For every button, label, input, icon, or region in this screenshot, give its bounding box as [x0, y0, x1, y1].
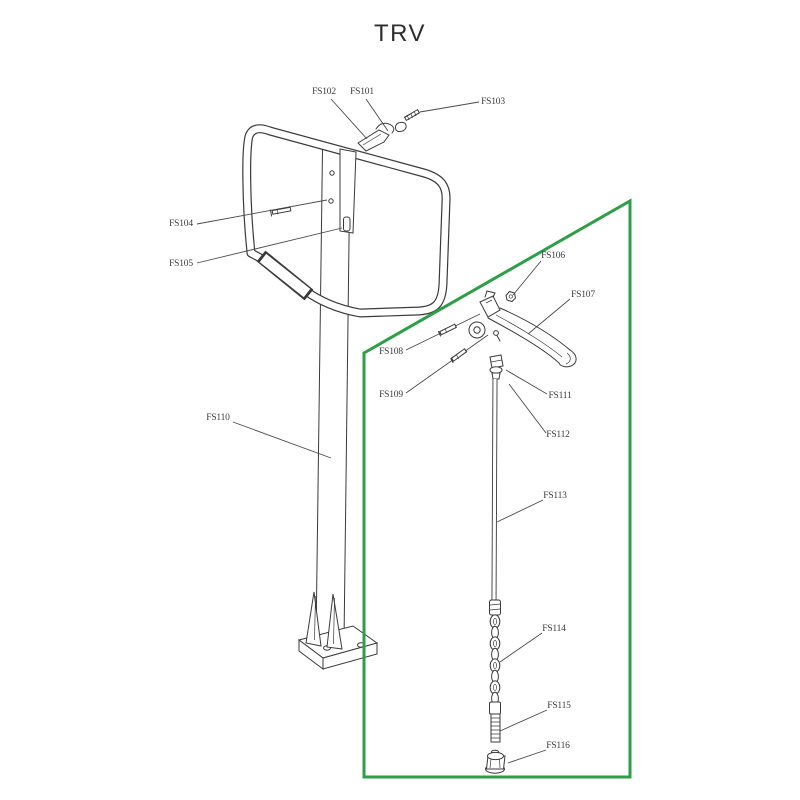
part-label: FS115: [547, 701, 571, 711]
callout-FS107: FS107: [527, 290, 596, 335]
handle-assembly-drawing: [242, 121, 577, 774]
leader-line: [508, 383, 547, 434]
callout-FS104: FS104: [169, 199, 328, 229]
leader-line: [505, 369, 548, 395]
part-label: FS113: [543, 491, 567, 501]
callout-FS106: FS106: [512, 251, 566, 296]
leader-line: [507, 749, 547, 764]
leader-line: [232, 421, 332, 459]
leader-line: [512, 260, 542, 296]
highlight-box: [362, 198, 632, 779]
leader-line: [196, 199, 328, 225]
part-label: FS112: [546, 430, 570, 440]
callout-FS115: FS115: [499, 701, 571, 732]
callout-FS102: FS102: [312, 87, 368, 140]
leader-line: [499, 632, 543, 663]
callout-FS103: FS103: [419, 97, 506, 113]
part-label: FS116: [546, 741, 570, 751]
rod-top-fitting: [489, 354, 504, 380]
callout-FS112: FS112: [508, 383, 570, 440]
pivot-bolt: [493, 330, 499, 336]
callout-FS110: FS110: [206, 413, 332, 459]
part-label: FS107: [571, 290, 595, 300]
leader-line: [365, 98, 389, 132]
screw-fs108: [438, 323, 458, 337]
latch-plate: [357, 129, 390, 152]
part-label: FS111: [548, 391, 572, 401]
hex-nut-small: [505, 290, 517, 303]
part-label: FS109: [379, 390, 403, 400]
leader-line: [496, 499, 544, 523]
part-label: FS104: [169, 219, 193, 229]
part-label: FS101: [350, 87, 374, 97]
leader-line: [405, 334, 489, 394]
handle-loop: [242, 124, 451, 318]
leader-line: [196, 227, 343, 264]
release-lever: [468, 290, 577, 368]
leader-line: [499, 709, 548, 732]
pull-rod: [491, 378, 498, 602]
latch-assembly: [357, 121, 407, 152]
part-label: FS110: [206, 413, 230, 423]
lock-nut: [485, 749, 506, 774]
callout-FS101: FS101: [350, 87, 389, 132]
adjuster-bolt-head: [489, 354, 504, 369]
part-label: FS102: [312, 87, 336, 97]
screw-fs104: [270, 206, 292, 217]
screw-hole: [329, 170, 335, 176]
part-label: FS103: [481, 97, 505, 107]
part-label: FS106: [541, 251, 565, 261]
chain-links: [489, 599, 501, 706]
part-label: FS105: [169, 259, 193, 269]
lever-pivot-block: [479, 295, 501, 318]
column-slot: [343, 216, 351, 232]
callout-FS114: FS114: [499, 624, 566, 663]
page-title: TRV: [373, 20, 427, 47]
screw-hole: [328, 198, 334, 204]
leader-line: [330, 98, 368, 140]
spring-pin-fs103: [403, 109, 421, 121]
gusset: [305, 591, 322, 647]
latch-hook: [375, 122, 395, 134]
leader-line: [527, 298, 571, 335]
callout-FS105: FS105: [169, 227, 343, 269]
part-label: FS108: [379, 347, 403, 357]
screw-fs109: [450, 348, 468, 363]
latch-clip: [395, 121, 407, 133]
adjuster-collar: [489, 366, 503, 374]
callout-FS113: FS113: [496, 491, 567, 523]
column-front-bar: [328, 148, 357, 234]
callout-FS109: FS109: [379, 334, 489, 400]
fastener-overlays: [270, 109, 468, 363]
callout-FS111: FS111: [505, 369, 572, 401]
threaded-stud: [489, 701, 501, 743]
callout-FS116: FS116: [507, 741, 570, 764]
gusset: [326, 593, 343, 650]
leader-line: [419, 101, 480, 113]
part-label: FS114: [542, 624, 566, 634]
